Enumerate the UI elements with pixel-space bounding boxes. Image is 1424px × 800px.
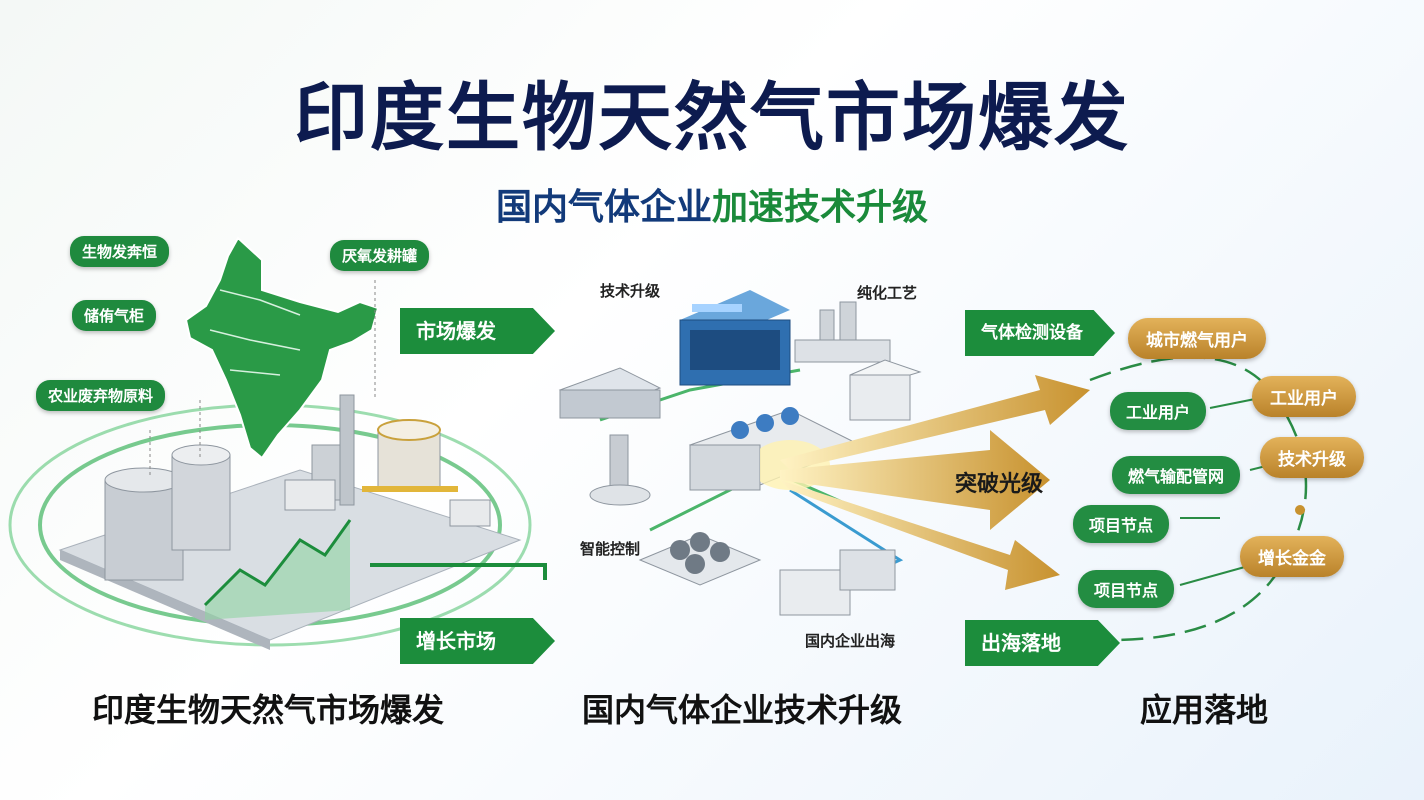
growth-chart <box>203 519 352 620</box>
flow-line <box>370 563 547 580</box>
purifier-unit <box>794 301 891 363</box>
tag-agri-waste: 农业废弃物原料 <box>36 380 166 411</box>
tag-gas-pipeline: 燃气输配管网 <box>1112 456 1241 494</box>
arrow-gas-detection: 气体检测设备 <box>965 310 1115 356</box>
caption-application: 应用落地 <box>1140 691 1269 729</box>
arrow-growth-market: 增长市场 <box>400 618 555 664</box>
label-breakthrough: 突破光级 <box>955 472 1044 497</box>
label-smart-control: 智能控制 <box>580 540 641 558</box>
label-purification: 纯化工艺 <box>857 284 918 302</box>
subtitle: 国内气体企业加速技术升级 <box>0 178 1424 230</box>
office-building <box>849 359 922 421</box>
burst-arrows <box>760 375 1090 590</box>
chiller-unit-left <box>558 367 662 419</box>
tag-gas-holder: 储侑气柜 <box>72 300 157 331</box>
cabinet-screen-label <box>692 304 742 312</box>
caption-domestic-upgrade: 国内气体企业技术升级 <box>582 691 903 729</box>
tag-project-node-2: 项目节点 <box>1078 570 1175 608</box>
map-borders <box>209 289 301 376</box>
tag-tech-upgrade-gold: 技术升级 <box>1260 437 1364 478</box>
arrow-overseas-landing: 出海落地 <box>965 620 1120 666</box>
arrow-market-boom: 市场爆发 <box>400 308 555 354</box>
tag-biogas-digester: 生物发奔恒 <box>70 236 170 267</box>
gold-arrow-middle <box>780 430 1050 530</box>
subtitle-part-b: 加速技术升级 <box>712 187 929 228</box>
gold-arrow-up <box>780 375 1090 470</box>
reactor-column <box>589 434 651 506</box>
label-tech-upgrade: 技术升级 <box>600 282 661 300</box>
warehouse <box>779 549 896 616</box>
storage-tank-2 <box>171 444 231 551</box>
subtitle-part-a: 国内气体企业 <box>495 187 712 228</box>
side-building <box>449 499 491 527</box>
tag-project-node-1: 项目节点 <box>1073 505 1170 543</box>
tag-industrial-users-gold: 工业用户 <box>1252 376 1356 417</box>
tag-industrial-users-green: 工业用户 <box>1110 392 1207 430</box>
control-building <box>284 479 336 511</box>
tag-city-gas-users: 城市燃气用户 <box>1128 318 1266 359</box>
tag-anaerobic-tank: 厌氧发耕罐 <box>330 240 430 271</box>
compressor-tanks <box>638 532 762 586</box>
tag-growth-gold: 增长金金 <box>1240 536 1344 577</box>
control-cabinet <box>679 290 791 386</box>
gold-arrow-down <box>780 480 1060 590</box>
label-going-abroad: 国内企业出海 <box>805 632 896 650</box>
storage-tank-1 <box>104 467 184 581</box>
caption-india-market: 印度生物天然气市场爆发 <box>92 691 445 729</box>
digester-tank <box>362 419 458 492</box>
left-illustration <box>8 236 547 650</box>
main-title: 印度生物天然气市场爆发 <box>294 75 1130 161</box>
